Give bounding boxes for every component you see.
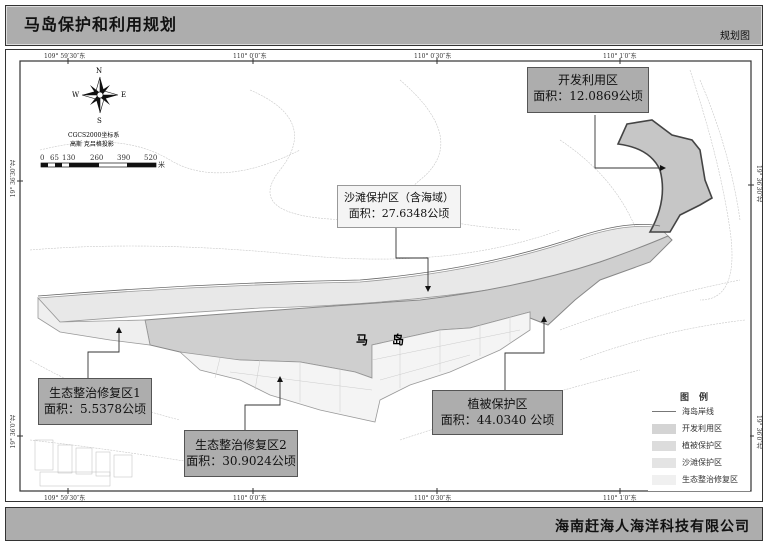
zone-development[interactable] [616, 119, 713, 233]
company-name: 海南赶海人海洋科技有限公司 [555, 519, 750, 535]
scale-tick: 520 [144, 154, 158, 162]
eco2-zone-name: 生态整治修复区2 [195, 438, 287, 452]
legend-label: 海岛岸线 [682, 407, 714, 416]
header-bar: 马岛保护和利用规划 规划图 [5, 5, 763, 46]
legend-swatch [652, 474, 676, 485]
footer-bar: 海南赶海人海洋科技有限公司 [5, 507, 763, 541]
eco1-zone-area: 面积：5.5378公顷 [44, 402, 146, 416]
left-lat-label: 19° 36′30″北 [10, 160, 17, 198]
legend-item: 开发利用区 [648, 420, 750, 437]
scale-tick: 65 [50, 154, 59, 162]
compass-s: S [97, 117, 102, 125]
map-subtitle: 规划图 [720, 31, 750, 42]
top-lon-label: 110° 1′0″东 [603, 53, 637, 60]
island-name: 马 [356, 333, 369, 347]
top-lon-label: 109° 59′30″东 [44, 53, 86, 60]
right-lat-label: 19° 36′30″北 [755, 165, 762, 203]
legend-label: 沙滩保护区 [682, 458, 722, 467]
scale-tick: 130 [62, 154, 76, 162]
label-beach-zone: 沙滩保护区（含海域） 面积：27.6348公顷 [337, 185, 461, 228]
dev-zone-area: 面积：12.0869公顷 [533, 89, 643, 103]
scale-unit: 米 [158, 161, 165, 169]
map-title: 马岛保护和利用规划 [24, 15, 178, 34]
coastline [37, 223, 661, 297]
beach-zone-name: 沙滩保护区（含海域） [344, 191, 454, 204]
legend-item: 植被保护区 [648, 437, 750, 454]
scale-bar [40, 162, 157, 168]
veg-zone-name: 植被保护区 [467, 397, 528, 411]
right-lat-label: 19° 36′0″北 [755, 415, 762, 449]
label-eco1-zone: 生态整治修复区1 面积：5.5378公顷 [38, 378, 152, 425]
scale-tick: 260 [90, 154, 104, 162]
eco2-zone-area: 面积：30.9024公顷 [186, 454, 296, 468]
eco1-zone-name: 生态整治修复区1 [49, 386, 141, 400]
projection-line1: CGCS2000坐标系 [68, 132, 120, 139]
left-lat-label: 19° 36′0″北 [10, 415, 17, 449]
legend-item: 沙滩保护区 [648, 454, 750, 471]
bottom-lon-label: 110° 1′0″东 [603, 495, 637, 502]
compass-n: N [96, 67, 103, 75]
island-name: 岛 [392, 333, 405, 347]
southern-buildings [34, 439, 133, 487]
label-dev-zone: 开发利用区 面积：12.0869公顷 [527, 67, 649, 113]
compass-e: E [121, 91, 127, 99]
legend-swatch [652, 457, 676, 468]
bottom-lon-label: 110° 0′0″东 [233, 495, 267, 502]
label-eco2-zone: 生态整治修复区2 面积：30.9024公顷 [184, 430, 298, 477]
bottom-lon-label: 110° 0′30″东 [414, 495, 452, 502]
leader-lines [87, 115, 662, 430]
legend-label: 生态整治修复区 [682, 475, 738, 484]
legend-label: 开发利用区 [682, 424, 722, 433]
zone-eco-restoration-1[interactable] [37, 296, 151, 346]
legend-title: 图例 [679, 393, 718, 403]
legend-item: 海岛岸线 [648, 403, 750, 420]
compass-w: W [72, 91, 80, 99]
beach-zone-area: 面积：27.6348公顷 [348, 207, 450, 220]
coastline-swatch [652, 411, 676, 412]
legend-swatch [652, 440, 676, 451]
label-veg-zone: 植被保护区 面积：44.0340 公顷 [432, 390, 563, 435]
zone-eco-restoration-2[interactable] [178, 311, 531, 423]
leader-arrowheads [116, 165, 666, 382]
terrain-contours [29, 69, 746, 471]
top-lon-label: 110° 0′0″东 [233, 53, 267, 60]
legend: 图例 海岛岸线 开发利用区 植被保护区 沙滩保护区 生态整治修复区 [648, 384, 750, 491]
north-arrow-icon [81, 76, 119, 114]
legend-item: 生态整治修复区 [648, 471, 750, 488]
top-lon-label: 110° 0′30″东 [414, 53, 452, 60]
bottom-lon-label: 109° 59′30″东 [44, 495, 86, 502]
projection-line2: 高斯 克吕格投影 [70, 141, 114, 148]
dev-zone-name: 开发利用区 [557, 73, 618, 87]
scale-tick: 390 [117, 154, 131, 162]
legend-label: 植被保护区 [682, 441, 722, 450]
eco2-grid [214, 316, 521, 412]
veg-zone-area: 面积：44.0340 公顷 [440, 413, 555, 427]
legend-swatch [652, 423, 676, 434]
scale-tick: 0 [40, 154, 45, 162]
